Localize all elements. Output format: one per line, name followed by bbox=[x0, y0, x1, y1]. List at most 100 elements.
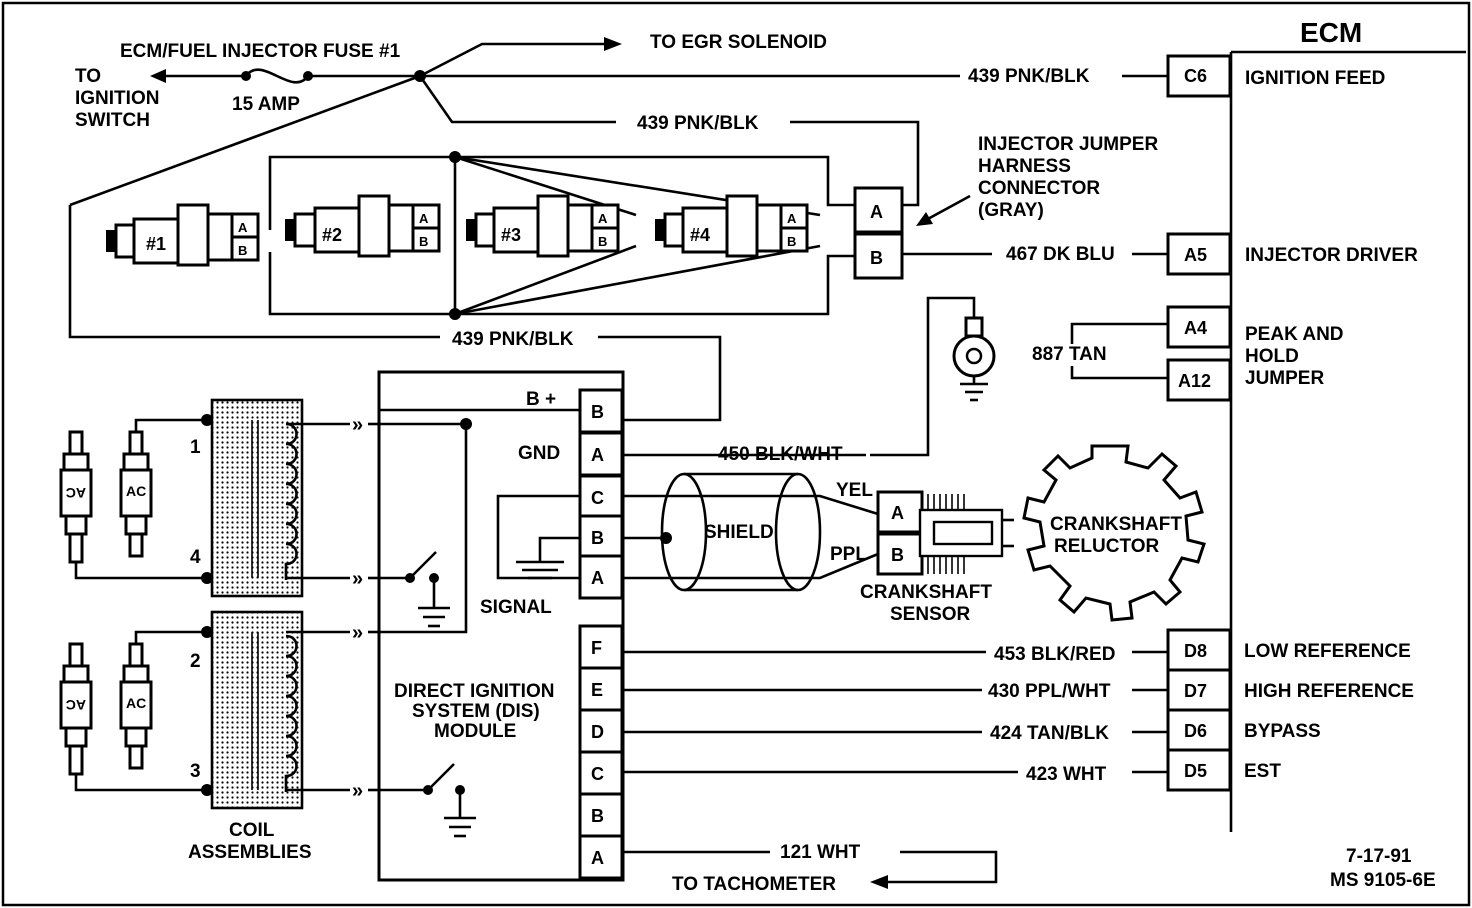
dis-upper-pin-1: B bbox=[591, 402, 604, 422]
reluctor-label-line1: CRANKSHAFT bbox=[1050, 514, 1182, 535]
coil-terminal-3: 3 bbox=[190, 761, 201, 782]
wire-tach: 121 WHT bbox=[780, 842, 861, 863]
sensor-label-line1: CRANKSHAFT bbox=[860, 582, 992, 603]
dis-gnd-label: GND bbox=[518, 443, 560, 464]
jumper-pin-b-label: B bbox=[870, 248, 883, 268]
injector-1-label: #1 bbox=[146, 234, 166, 254]
ecm-block: ECM C6 IGNITION FEED A5 INJECTOR DRIVER … bbox=[1166, 17, 1466, 832]
injector-3: #3 A B bbox=[466, 194, 620, 258]
dis-name-line1: DIRECT IGNITION bbox=[394, 681, 554, 702]
dis-lower-pin-5: B bbox=[591, 806, 604, 826]
wire-ground: 450 BLK/WHT bbox=[718, 444, 843, 465]
coil-connector-arrow-3: » bbox=[352, 622, 363, 644]
injector-4: #4 A B bbox=[655, 194, 809, 258]
spark-plug-3-mark: AC bbox=[126, 695, 146, 711]
ecm-pin-a12-label: A12 bbox=[1178, 371, 1211, 391]
dis-upper-pin-3: C bbox=[591, 488, 604, 508]
ecm-pin-a4-label: A4 bbox=[1184, 318, 1207, 338]
ecm-pin-c6-label: C6 bbox=[1184, 66, 1207, 86]
dis-lower-pin-4: C bbox=[591, 764, 604, 784]
injector-2-label: #2 bbox=[322, 225, 342, 245]
dis-lower-pin-1: F bbox=[591, 638, 602, 658]
injector-1: #1 A B bbox=[106, 203, 260, 267]
spark-plug-2: AC bbox=[59, 430, 93, 564]
ecm-pin-d5-label: D5 bbox=[1184, 761, 1207, 781]
injector-harness: 439 PNK/BLK #1 A B bbox=[68, 134, 1168, 422]
fuse-rating: 15 AMP bbox=[232, 94, 300, 115]
crankshaft-reluctor: CRANKSHAFT RELUCTOR bbox=[1022, 444, 1206, 622]
sensor-label-line2: SENSOR bbox=[890, 604, 971, 625]
injector-4-pin-a: A bbox=[787, 211, 797, 226]
ecm-injector-driver-label: INJECTOR DRIVER bbox=[1245, 245, 1418, 266]
jumper-harness-line1: INJECTOR JUMPER bbox=[978, 134, 1158, 155]
injector-2-pin-a: A bbox=[419, 211, 429, 226]
wire-jumper: 887 TAN bbox=[1032, 344, 1107, 365]
ecm-title: ECM bbox=[1300, 17, 1362, 48]
coil-terminal-1: 1 bbox=[190, 437, 201, 458]
dis-upper-pin-5: A bbox=[591, 568, 604, 588]
crankshaft-sensor-section: SHIELD YEL PPL A B CRANKSHAFT SENSOR CRA… bbox=[622, 444, 1206, 625]
coil-2-body bbox=[210, 610, 304, 810]
ecm-pin-a4 bbox=[1166, 305, 1232, 349]
reluctor-label-line2: RELUCTOR bbox=[1054, 536, 1159, 557]
wire-injector-driver: 467 DK BLU bbox=[1006, 244, 1115, 265]
spark-plug-2-mark: AC bbox=[66, 485, 86, 501]
ecm-pin-c6 bbox=[1166, 54, 1232, 98]
coil-connector-arrow-2: » bbox=[352, 568, 363, 590]
dis-name-line3: MODULE bbox=[434, 721, 516, 742]
footer-date: 7-17-91 bbox=[1346, 846, 1412, 867]
tach-output: 121 WHT TO TACHOMETER bbox=[622, 842, 998, 895]
dis-upper-pin-2: A bbox=[591, 445, 604, 465]
injector-1-pin-b: B bbox=[238, 243, 247, 258]
dis-lower-pin-2: E bbox=[591, 680, 603, 700]
injector-2: #2 A B bbox=[285, 194, 441, 258]
tach-destination: TO TACHOMETER bbox=[672, 874, 836, 895]
jumper-harness-line3: CONNECTOR bbox=[978, 178, 1100, 199]
wire-injector-feed: 439 PNK/BLK bbox=[637, 113, 759, 134]
footer-code: MS 9105-6E bbox=[1330, 870, 1436, 891]
dis-upper-pin-4: B bbox=[591, 528, 604, 548]
ecm-est-label: EST bbox=[1244, 761, 1281, 782]
wire-high-ref: 430 PPL/WHT bbox=[988, 681, 1111, 702]
coil-label-line1: COIL bbox=[229, 820, 275, 841]
jumper-connector-b bbox=[853, 232, 904, 280]
ecm-pin-a5 bbox=[1166, 232, 1232, 276]
sensor-pin-a-label: A bbox=[891, 503, 904, 523]
wire-dis-feed: 439 PNK/BLK bbox=[452, 329, 574, 350]
ecm-jumper-label: JUMPER bbox=[1245, 368, 1324, 389]
ecm-pin-a5-label: A5 bbox=[1184, 245, 1207, 265]
ecm-bypass-label: BYPASS bbox=[1244, 721, 1321, 742]
ecm-pin-d6-label: D6 bbox=[1184, 721, 1207, 741]
injector-2-pin-b: B bbox=[419, 234, 428, 249]
dis-lower-connector: F E D C B A bbox=[578, 624, 624, 880]
to-ignition-line3: SWITCH bbox=[75, 110, 150, 131]
spark-plugs: AC AC AC AC bbox=[59, 430, 153, 776]
dis-lower-pin-6: A bbox=[591, 848, 604, 868]
wire-ppl: PPL bbox=[830, 544, 867, 565]
jumper-harness-line2: HARNESS bbox=[978, 156, 1071, 177]
ecm-peak-label: PEAK AND bbox=[1245, 324, 1344, 345]
peak-hold-jumper: 887 TAN bbox=[1032, 322, 1168, 380]
egr-solenoid-label: TO EGR SOLENOID bbox=[650, 32, 827, 53]
coil-assemblies: » » » » 1 4 2 3 COIL ASSEMBLIES bbox=[74, 398, 380, 863]
wire-low-ref: 453 BLK/RED bbox=[994, 644, 1115, 665]
injector-4-pin-b: B bbox=[787, 234, 796, 249]
ecm-signal-wires: 453 BLK/RED 430 PPL/WHT 424 TAN/BLK 423 … bbox=[622, 644, 1168, 785]
coil-terminal-4: 4 bbox=[190, 547, 201, 568]
ecm-pin-a12 bbox=[1166, 358, 1232, 402]
ecm-pin-d5 bbox=[1166, 748, 1232, 792]
wire-est: 423 WHT bbox=[1026, 764, 1107, 785]
dis-module: B + GND SIGNAL DIRECT IGNITION SYSTEM (D… bbox=[377, 370, 625, 882]
fuse-section: ECM/FUEL INJECTOR FUSE #1 TO IGNITION SW… bbox=[69, 32, 1168, 207]
sensor-pin-a bbox=[876, 490, 924, 534]
ecm-high-ref-label: HIGH REFERENCE bbox=[1244, 681, 1414, 702]
sensor-pin-b-label: B bbox=[891, 545, 904, 565]
injector-1-pin-a: A bbox=[238, 220, 248, 235]
wire-bypass: 424 TAN/BLK bbox=[990, 723, 1109, 744]
dis-upper-connector: B A C B A bbox=[578, 388, 624, 600]
dis-signal-label: SIGNAL bbox=[480, 597, 552, 618]
coil-connector-arrow-1: » bbox=[352, 414, 363, 436]
injector-4-label: #4 bbox=[690, 225, 710, 245]
